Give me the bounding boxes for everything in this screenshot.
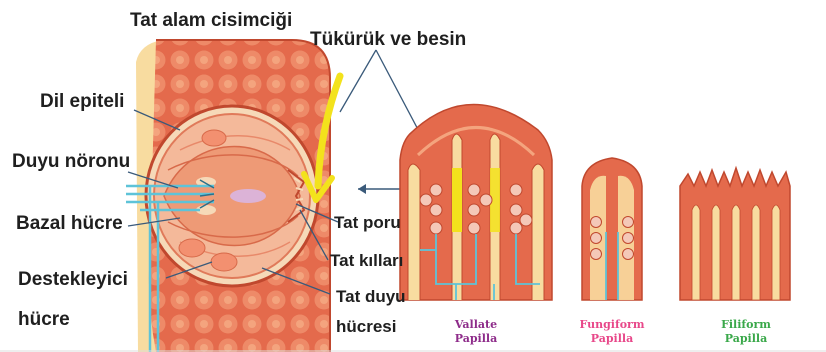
vallate-papilla [400,104,552,300]
caption-fungiform: Fungiform Papilla [572,318,652,346]
fungiform-papilla [582,158,642,300]
label-taste-bud: Tat alam cisimciği [130,11,292,30]
caption-filiform-line1: Filiform [706,318,786,332]
label-supporting-cell-2: hücre [18,310,70,329]
taste-bud-body [146,106,318,286]
caption-fungiform-line1: Fungiform [572,318,652,332]
caption-vallate: Vallate Papilla [436,318,516,346]
label-taste-pore: Tat poru [334,214,401,231]
label-taste-cell-2: hücresi [336,318,396,335]
label-tongue-epithelium: Dil epiteli [40,92,124,111]
filiform-papilla [680,168,790,300]
label-taste-hairs: Tat kılları [330,252,403,269]
label-basal-cell: Bazal hücre [16,214,123,233]
label-saliva-food: Tükürük ve besin [310,30,466,49]
label-taste-cell-1: Tat duyu [336,288,406,305]
caption-filiform: Filiform Papilla [706,318,786,346]
caption-vallate-line2: Papilla [436,332,516,346]
caption-filiform-line2: Papilla [706,332,786,346]
label-supporting-cell-1: Destekleyici [18,270,128,289]
caption-vallate-line1: Vallate [436,318,516,332]
caption-fungiform-line2: Papilla [572,332,652,346]
label-sensory-neuron: Duyu nöronu [12,152,130,171]
